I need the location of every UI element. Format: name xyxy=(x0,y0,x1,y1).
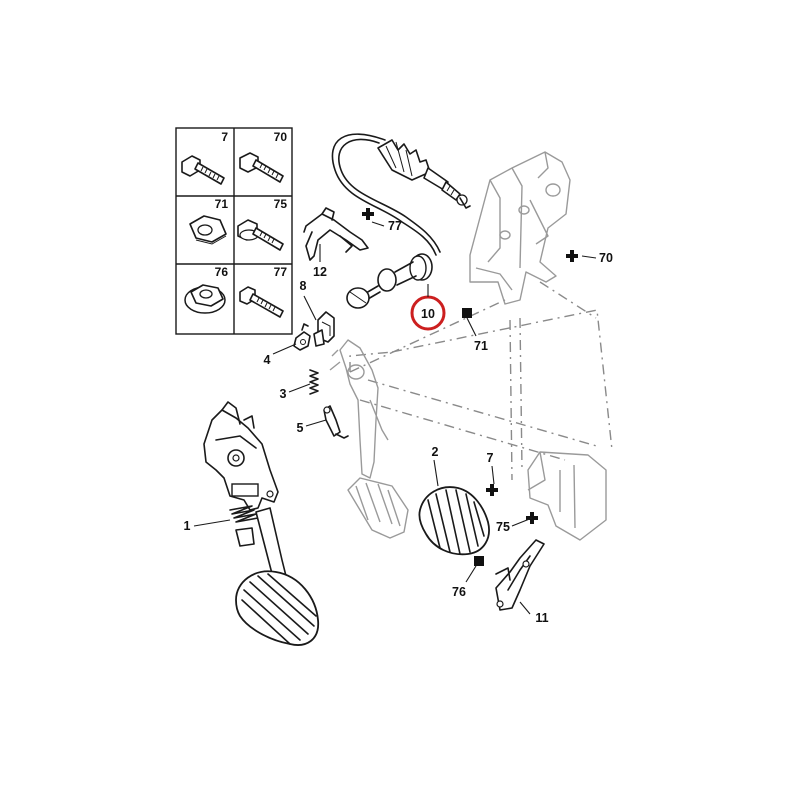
callout-7: 7 xyxy=(487,451,494,465)
marker-7-cross xyxy=(486,484,498,496)
marker-76-square xyxy=(474,556,484,566)
leader-lines xyxy=(193,221,597,615)
callout-71: 71 xyxy=(474,339,488,353)
bolt-77-icon xyxy=(239,286,284,318)
switch-part-4 xyxy=(293,323,311,351)
clutch-cable xyxy=(331,133,471,256)
callout-75: 75 xyxy=(496,520,510,534)
callout-3: 3 xyxy=(280,387,287,401)
legend-code-70: 70 xyxy=(274,130,288,144)
legend-code-71: 71 xyxy=(215,197,229,211)
marker-70-cross xyxy=(566,250,578,262)
callout-12: 12 xyxy=(313,265,327,279)
flange-nut-76-icon xyxy=(184,284,226,314)
bracket-part-11 xyxy=(495,539,545,611)
callout-2: 2 xyxy=(432,445,439,459)
nut-71-icon xyxy=(189,215,227,245)
fastener-legend-table: 7 70 71 75 76 77 xyxy=(175,127,293,335)
pedal-box-bracket xyxy=(469,151,571,305)
spring-part-3 xyxy=(309,369,319,395)
pin-part-5 xyxy=(323,405,349,439)
callout-76: 76 xyxy=(452,585,466,599)
switch-holder-part-8 xyxy=(313,311,335,347)
construction-lines xyxy=(349,281,613,481)
callout-5: 5 xyxy=(297,421,304,435)
brake-pedal-part-1 xyxy=(203,401,319,646)
legend-code-7: 7 xyxy=(221,130,228,144)
legend-code-77: 77 xyxy=(274,265,288,279)
legend-code-76: 76 xyxy=(215,265,229,279)
marker-77-cross xyxy=(362,208,374,220)
callout-8: 8 xyxy=(300,279,307,293)
bolt-7-icon xyxy=(181,155,225,185)
callout-11: 11 xyxy=(535,611,548,625)
callout-77: 77 xyxy=(388,219,402,233)
lower-mounting-plate xyxy=(527,451,607,541)
callout-labels: 77 70 10 12 71 8 4 3 5 2 7 1 75 76 11 xyxy=(184,219,613,625)
damper-part-10 xyxy=(346,253,433,309)
callout-1: 1 xyxy=(184,519,191,533)
pedal-pad-part-2 xyxy=(418,486,490,556)
grey-pedal-middle xyxy=(329,339,409,539)
callout-10: 10 xyxy=(421,307,435,321)
marker-71-square xyxy=(462,308,472,318)
bolt-70-icon xyxy=(239,152,284,183)
callout-70: 70 xyxy=(599,251,613,265)
callout-4: 4 xyxy=(264,353,271,367)
legend-code-75: 75 xyxy=(274,197,288,211)
flange-bolt-75-icon xyxy=(237,219,284,251)
retaining-clip-part-12 xyxy=(303,207,369,261)
